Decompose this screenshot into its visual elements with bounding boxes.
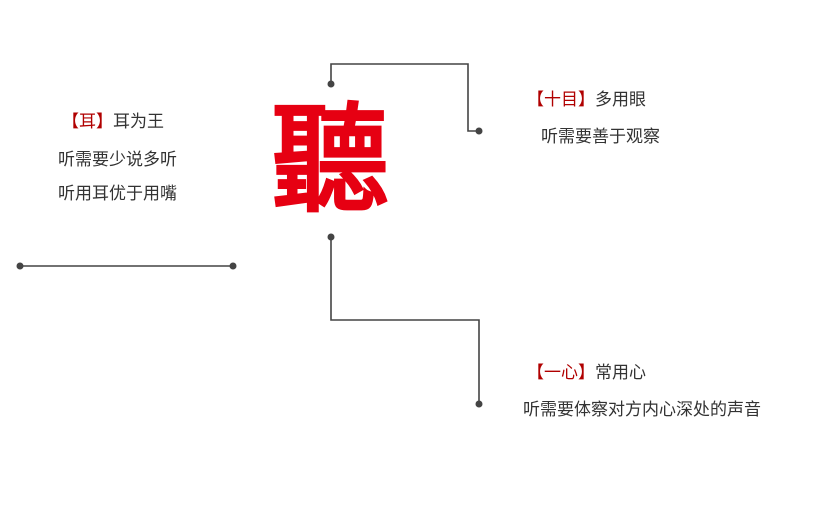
connector-bottom <box>330 237 480 404</box>
dot-top-end <box>475 127 483 135</box>
bottom-right-close-bracket: 】 <box>578 363 595 383</box>
main-character: 聽 <box>270 91 389 229</box>
left-block-title-row: 【耳】耳为王 <box>62 107 164 132</box>
bottom-right-key: 一心 <box>544 363 578 383</box>
left-open-bracket: 【 <box>62 112 79 132</box>
dot-left-start <box>16 262 24 270</box>
bottom-right-line-1: 听需要体察对方内心深处的声音 <box>523 400 761 420</box>
top-right-close-bracket: 】 <box>578 90 595 110</box>
left-key: 耳 <box>79 112 96 132</box>
left-line-2: 听用耳优于用嘴 <box>58 184 177 204</box>
bottom-right-open-bracket: 【 <box>527 363 544 383</box>
top-right-line-1: 听需要善于观察 <box>541 127 660 147</box>
top-right-open-bracket: 【 <box>527 90 544 110</box>
connector-top <box>330 63 479 132</box>
top-right-key: 十目 <box>544 90 578 110</box>
bottom-right-title-row: 【一心】常用心 <box>527 358 646 383</box>
dot-top-start <box>327 80 335 88</box>
bottom-right-title: 常用心 <box>595 363 646 383</box>
top-right-title-row: 【十目】多用眼 <box>527 85 646 110</box>
top-right-title: 多用眼 <box>595 90 646 110</box>
dot-left-end <box>229 262 237 270</box>
left-close-bracket: 】 <box>96 112 113 132</box>
dot-bottom-end <box>475 400 483 408</box>
left-line-1: 听需要少说多听 <box>58 150 177 170</box>
dot-bottom-start <box>327 233 335 241</box>
left-title: 耳为王 <box>113 112 164 132</box>
